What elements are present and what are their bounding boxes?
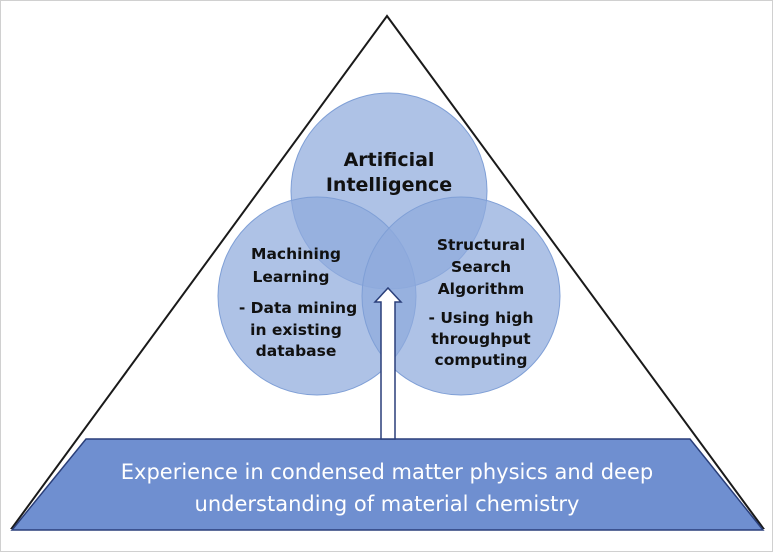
- circle-structural-search: [361, 196, 561, 396]
- right-circle-detail-line-1: - Using high: [429, 309, 534, 327]
- up-arrow-icon: [373, 286, 403, 440]
- left-circle-detail-line-1: - Data mining: [239, 299, 357, 317]
- base-text-line-1: Experience in condensed matter physics a…: [121, 460, 653, 484]
- right-circle-detail-line-3: computing: [435, 351, 528, 369]
- pyramid-base-band: [10, 438, 765, 531]
- right-circle-title-line-3: Algorithm: [438, 280, 525, 298]
- right-circle-title-line-1: Structural: [437, 236, 525, 254]
- left-circle-detail-line-2: in existing: [250, 321, 342, 339]
- artificial-intelligence-line-2: Intelligence: [326, 174, 452, 196]
- base-text-line-2: understanding of material chemistry: [195, 492, 580, 516]
- right-circle-detail-line-2: throughput: [431, 330, 531, 348]
- left-circle-title-line-1: Machining: [251, 245, 341, 263]
- left-circle-title-line-2: Learning: [253, 268, 330, 286]
- venn-circles: [217, 92, 561, 396]
- right-circle-title-line-2: Search: [451, 258, 511, 276]
- artificial-intelligence-line-1: Artificial: [344, 149, 435, 171]
- left-circle-detail-line-3: database: [256, 342, 337, 360]
